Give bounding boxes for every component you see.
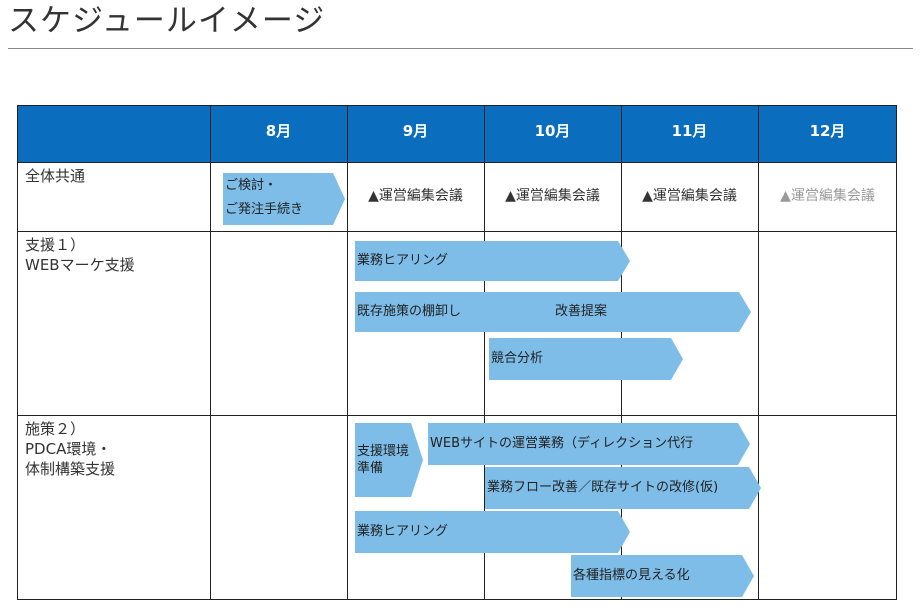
task-label: 既存施策の棚卸し bbox=[357, 304, 462, 319]
task-label: 改善提案 bbox=[555, 304, 608, 319]
task-arrow bbox=[489, 338, 683, 380]
task-label: 各種指標の見える化 bbox=[573, 568, 690, 583]
column-divider bbox=[758, 105, 759, 600]
task-arrow-shape bbox=[571, 555, 754, 597]
row-divider bbox=[17, 162, 897, 163]
task-bar-env-prep: 支援環境 準備 bbox=[355, 423, 423, 497]
meeting-dec: ▲運営編集会議 bbox=[780, 188, 875, 204]
task-arrow-shape bbox=[355, 241, 630, 281]
task-arrow-shape bbox=[489, 338, 683, 380]
task-bar-order: ご検討・ ご発注手続き bbox=[223, 173, 345, 225]
task-arrow-shape bbox=[223, 173, 345, 225]
task-label: 業務フロー改善／既存サイトの改修(仮) bbox=[487, 480, 719, 495]
column-divider bbox=[484, 105, 485, 600]
task-bar-hearing-2: 業務ヒアリング bbox=[355, 511, 630, 553]
task-bar-metrics: 各種指標の見える化 bbox=[571, 555, 754, 597]
row-label-common: 全体共通 bbox=[25, 167, 86, 185]
meeting-oct: ▲運営編集会議 bbox=[505, 188, 600, 204]
task-arrow bbox=[485, 467, 761, 509]
task-arrow bbox=[355, 423, 423, 497]
schedule-table: 8月 9月 10月 11月 12月 全体共通 支援１） WEBマーケ支援 施策２… bbox=[17, 105, 897, 600]
month-header-oct: 10月 bbox=[534, 122, 571, 140]
month-header-nov: 11月 bbox=[671, 122, 708, 140]
table-border bbox=[17, 105, 897, 600]
task-arrow-shape bbox=[355, 511, 630, 553]
task-arrow bbox=[553, 292, 751, 332]
table-header bbox=[17, 105, 897, 162]
month-header-sep: 9月 bbox=[402, 122, 429, 140]
row-label-support2: 施策２） PDCA環境・ 体制構築支援 bbox=[25, 420, 116, 478]
meeting-sep: ▲運営編集会議 bbox=[368, 188, 463, 204]
task-label: 支援環境 準備 bbox=[357, 444, 410, 476]
task-arrow-shape bbox=[355, 292, 570, 332]
task-arrow bbox=[355, 511, 630, 553]
task-bar-web-ops: WEBサイトの運営業務（ディレクション代行 bbox=[428, 423, 750, 465]
task-bar-inventory: 既存施策の棚卸し bbox=[355, 292, 570, 332]
task-arrow bbox=[428, 423, 750, 465]
task-bar-hearing: 業務ヒアリング bbox=[355, 241, 630, 281]
task-bar-competitor: 競合分析 bbox=[489, 338, 683, 380]
task-arrow bbox=[223, 173, 345, 225]
task-arrow bbox=[571, 555, 754, 597]
row-divider bbox=[17, 415, 897, 416]
task-label: 業務ヒアリング bbox=[357, 253, 449, 268]
month-header-dec: 12月 bbox=[809, 122, 846, 140]
task-arrow-shape bbox=[553, 292, 751, 332]
title-divider bbox=[8, 48, 913, 49]
task-arrow-shape bbox=[485, 467, 761, 509]
row-divider bbox=[17, 231, 897, 232]
column-divider bbox=[210, 105, 211, 600]
task-arrow bbox=[355, 241, 630, 281]
task-label: WEBサイトの運営業務（ディレクション代行 bbox=[430, 436, 694, 451]
page-title: スケジュールイメージ bbox=[8, 3, 326, 39]
row-label-support1: 支援１） WEBマーケ支援 bbox=[25, 236, 135, 274]
meeting-nov: ▲運営編集会議 bbox=[642, 188, 737, 204]
task-arrow bbox=[355, 292, 570, 332]
task-arrow-shape bbox=[355, 423, 423, 497]
task-label: 業務ヒアリング bbox=[357, 524, 449, 539]
task-label: 競合分析 bbox=[491, 351, 544, 366]
task-bar-workflow: 業務フロー改善／既存サイトの改修(仮) bbox=[485, 467, 761, 509]
column-divider bbox=[347, 105, 348, 600]
month-header-aug: 8月 bbox=[265, 122, 292, 140]
task-bar-improvement: 改善提案 bbox=[553, 292, 751, 332]
task-arrow-shape bbox=[428, 423, 750, 465]
task-label: ご検討・ ご発注手続き bbox=[225, 178, 304, 217]
